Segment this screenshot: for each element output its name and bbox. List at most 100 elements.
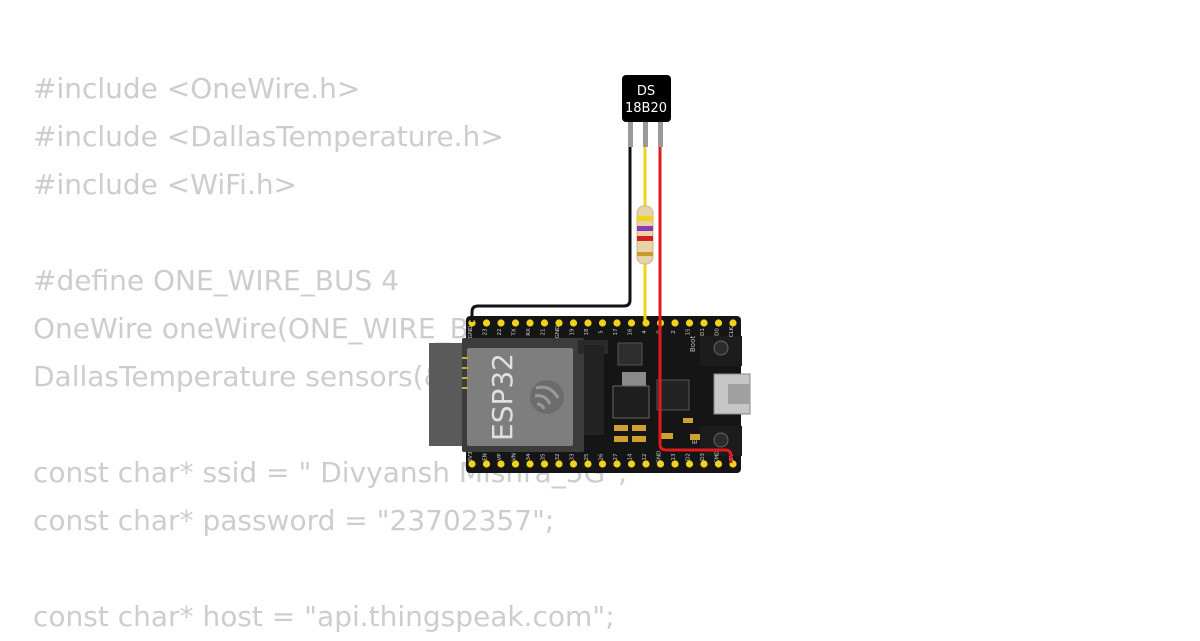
top-pin-label: GND [468,326,474,339]
en-button[interactable] [713,432,729,448]
bottom-pin-label: 34 [526,453,532,460]
bottom-pin[interactable] [540,460,549,468]
bottom-pin-label: 25 [584,453,590,460]
code-line: #define ONE_WIRE_BUS 4 [33,264,399,297]
top-pin[interactable] [627,319,636,327]
top-pin-label: 23 [483,328,489,335]
led-2 [632,425,646,431]
top-pin-label: D0 [715,328,721,336]
top-pin[interactable] [526,319,534,327]
top-pin-label: CLK [729,326,735,337]
code-line: #include <DallasTemperature.h> [33,120,504,153]
top-pin[interactable] [468,319,476,327]
top-pin[interactable] [598,319,607,327]
bottom-pin-label: EN [483,453,489,461]
sensor-pin-vcc [658,121,663,147]
bottom-pin-label: CMD [715,451,721,464]
bottom-pin[interactable] [714,460,723,468]
top-pin[interactable] [613,319,621,327]
bottom-pin-label: 33 [570,453,576,460]
bottom-pin[interactable] [584,460,592,468]
led-1 [614,425,628,431]
code-line: #include <OneWire.h> [33,72,361,105]
top-pin-label: TX [512,328,518,336]
top-pin-label: RX [526,328,532,336]
bottom-pin[interactable] [526,460,534,468]
smd-cap-2 [614,436,628,442]
bottom-pin[interactable] [642,460,650,468]
smd-cap-3 [632,436,646,442]
top-pin[interactable] [511,319,520,327]
bottom-pin-label: 32 [555,454,561,461]
bottom-pin-label: 14 [628,453,634,460]
code-background: #include <OneWire.h> #include <DallasTemp… [33,65,628,641]
boot-button[interactable] [713,340,729,356]
wire-gnd[interactable] [470,140,632,322]
top-pin-label: GND [555,326,561,339]
bottom-pin-label: 12 [642,454,648,461]
bottom-pin[interactable] [555,460,563,468]
resistor-band-2 [637,226,653,231]
top-pin-label: 15 [686,328,692,335]
bottom-pin-label: VP [497,453,503,461]
top-pin[interactable] [700,319,708,327]
pin-header-inner [584,345,604,435]
top-pin[interactable] [729,319,737,327]
top-pin[interactable] [714,319,723,327]
bottom-pin[interactable] [613,460,621,468]
module-label: ESP32 [486,353,519,441]
bottom-pin[interactable] [700,460,708,468]
espressif-logo-icon [530,380,564,414]
bottom-pin-label: 27 [613,453,619,460]
top-pin[interactable] [497,319,505,327]
bottom-pin[interactable] [482,460,491,468]
top-pin[interactable] [671,319,679,327]
bottom-pin-label: VN [512,453,518,461]
top-pin[interactable] [540,319,549,327]
bottom-pin[interactable] [497,460,505,468]
bottom-pin[interactable] [627,460,636,468]
pullup-resistor[interactable] [636,205,654,265]
ds18b20-sensor[interactable]: DS 18B20 [622,75,671,147]
usb-chip [656,379,690,411]
bottom-pin-label: 26 [599,453,605,460]
module-shield [467,348,573,446]
top-pin[interactable] [482,319,491,327]
top-pin-label: 21 [541,329,547,336]
bottom-pin[interactable] [685,460,694,468]
bottom-pin-label: 3V3 [468,451,474,462]
bottom-pin[interactable] [468,460,476,468]
resistor-band-4 [637,252,653,256]
antenna-trace [462,357,468,389]
sensor-body [622,75,671,122]
regulator [612,385,650,419]
bottom-pin[interactable] [671,460,679,468]
code-line: const char* password = "23702357"; [33,504,555,537]
top-pin[interactable] [685,319,694,327]
top-pin-label: 16 [628,328,634,335]
top-pin[interactable] [584,319,592,327]
top-pin[interactable] [555,319,563,327]
boot-label: Boot [689,336,697,352]
bottom-pin-label: GND [657,451,663,464]
top-pin-label: 19 [570,328,576,335]
bottom-pin-label: D2 [686,453,692,461]
resistor-band-1 [637,216,653,221]
bottom-pin[interactable] [656,460,665,468]
bottom-pin-label: D3 [700,453,706,461]
bottom-pin[interactable] [598,460,607,468]
regulator-small [617,342,643,366]
bottom-pin[interactable] [511,460,520,468]
bottom-pin[interactable] [569,460,578,468]
top-pin-label: 18 [584,328,590,335]
led-3 [659,433,673,439]
wire-vcc[interactable] [658,140,733,463]
code-line: #include <WiFi.h> [33,168,298,201]
top-pin[interactable] [569,319,578,327]
sensor-pin-gnd [628,121,633,147]
top-pin-label: 2 [671,330,677,334]
